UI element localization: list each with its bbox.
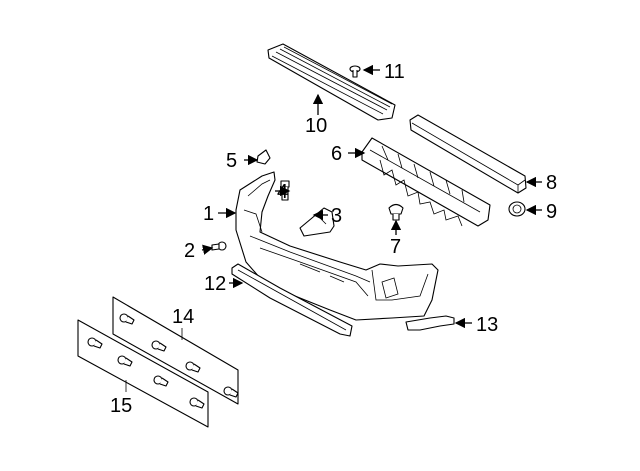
lower-trim-part [231,263,353,337]
callout-2: 2 [184,240,195,262]
callout-11: 11 [384,61,405,83]
callout-14: 14 [172,306,194,328]
cap-part [508,201,526,217]
callout-13: 13 [476,314,498,336]
screw-part [211,241,227,251]
callout-6: 6 [331,143,342,165]
bracket-small-part [256,149,271,165]
leader-2 [201,244,214,255]
step-pad-part [267,43,396,121]
reinforcement-part [361,137,491,227]
callout-8: 8 [546,172,557,194]
callout-5: 5 [226,150,237,172]
sensor-kit-panel-15 [77,319,209,428]
sensor-kit-panel-14 [112,296,239,405]
callout-10: 10 [305,115,327,137]
callout-12: 12 [204,273,226,295]
callout-leaders [125,64,542,392]
callout-1: 1 [203,203,214,225]
callout-4: 4 [277,181,288,203]
push-pin-part [388,203,404,221]
callout-labels: 1 2 3 4 5 6 7 8 9 10 11 12 13 14 15 [110,61,557,417]
clip-part [349,65,361,78]
callout-15: 15 [110,395,132,417]
callout-3: 3 [331,205,342,227]
corner-molding-part [405,315,455,331]
energy-absorber-part [409,114,527,194]
callout-9: 9 [546,201,557,223]
side-bracket-part [299,207,335,237]
callout-7: 7 [390,236,401,258]
